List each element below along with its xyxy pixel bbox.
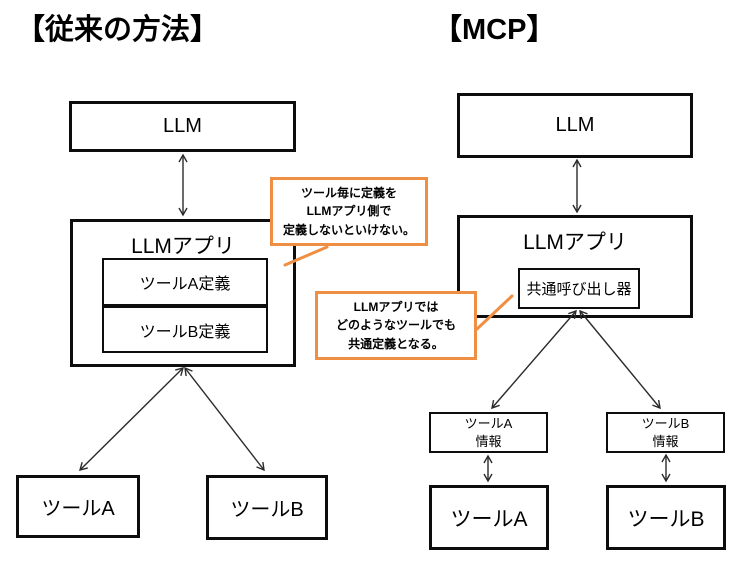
traditional-tool-b-box: ツールB: [206, 475, 328, 540]
traditional-tool-a-box: ツールA: [16, 475, 140, 538]
mcp-callout: LLMアプリでは どのようなツールでも 共通定義となる。: [315, 291, 477, 360]
mcp-tool-a-box: ツールA: [429, 485, 549, 550]
traditional-tool-b-def-box: ツールB定義: [102, 306, 268, 353]
mcp-tool-b-info-box: ツールB 情報: [606, 412, 725, 453]
arrow-left-app-tool-b: [184, 366, 265, 472]
mcp-tool-a-info-box: ツールA 情報: [429, 412, 548, 453]
traditional-callout: ツール毎に定義を LLMアプリ側で 定義しないといけない。: [270, 177, 428, 246]
mcp-title: 【MCP】: [433, 14, 556, 46]
mcp-tool-b-box: ツールB: [606, 485, 726, 550]
traditional-llm-box: LLM: [69, 101, 296, 152]
arrow-left-app-tool-a: [78, 367, 185, 471]
mcp-llm-app-label: LLMアプリ: [523, 231, 627, 254]
mcp-llm-box: LLM: [457, 93, 693, 158]
traditional-tool-a-def-box: ツールA定義: [102, 258, 268, 306]
arrow-right-caller-info-b: [579, 309, 661, 410]
arrow-right-caller-info-a: [491, 309, 577, 410]
traditional-llm-app-label: LLMアプリ: [131, 235, 235, 258]
mcp-common-caller-box: 共通呼び出し器: [518, 268, 640, 309]
traditional-title: 【従来の方法】: [16, 14, 220, 46]
